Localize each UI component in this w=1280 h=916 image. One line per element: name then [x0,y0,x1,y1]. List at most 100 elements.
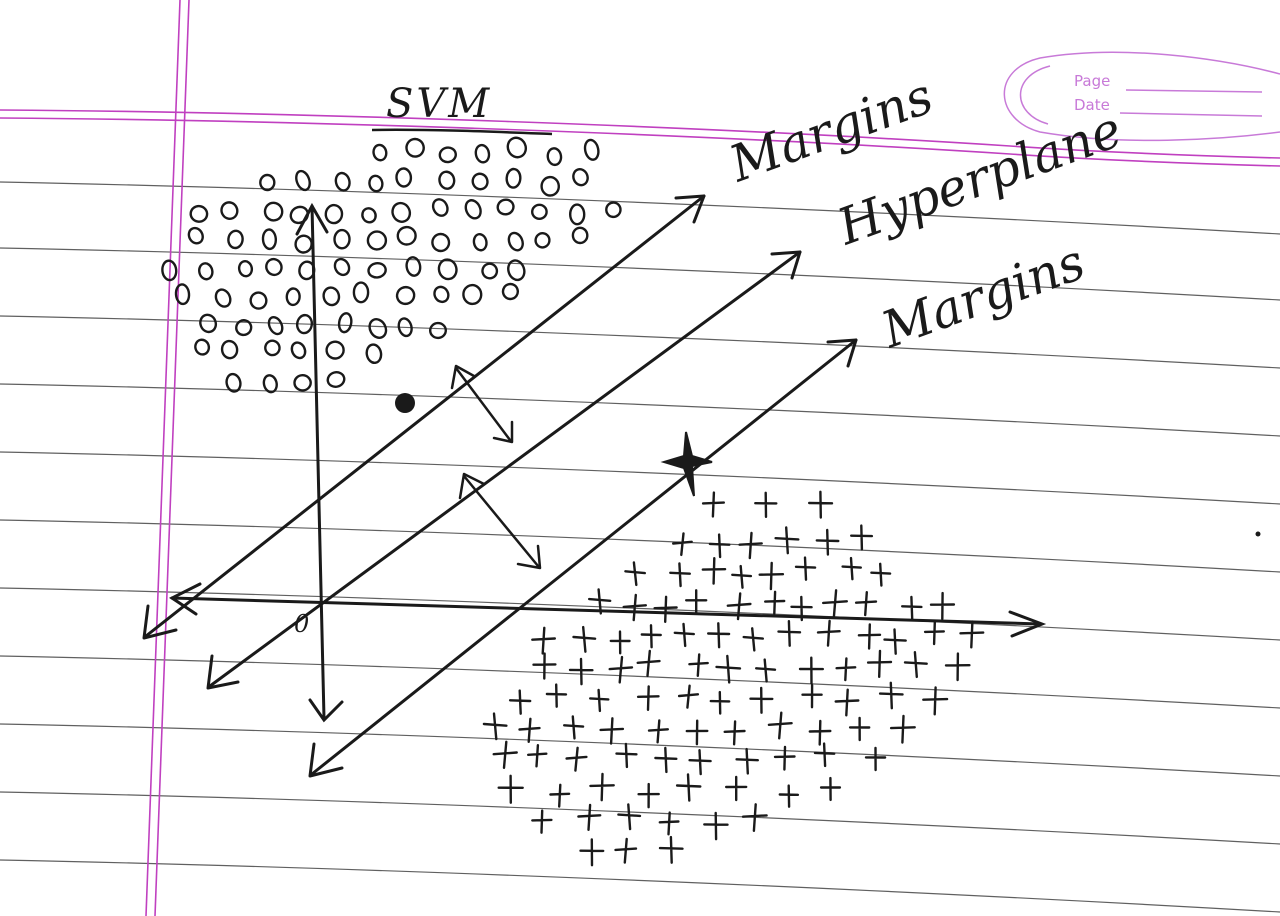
margin-line-bottom-arrowhead-start [308,742,344,778]
cross-point [709,690,731,715]
cross-point [658,811,680,836]
cross-point [723,720,746,746]
page-field-line [1125,89,1263,93]
circle-point [368,318,388,339]
cross-point [725,775,748,802]
cross-point [565,746,588,772]
cross-point [617,803,642,831]
circle-point [259,173,276,192]
cross-point [703,811,729,841]
circle-point [397,317,413,338]
circle-point [395,285,416,306]
margin-arrow-upper-head-2 [492,420,514,444]
x-axis-arrowhead-right [1008,610,1047,638]
circle-point [474,143,491,164]
cross-point [808,490,834,519]
margin-arrow-lower [462,474,540,568]
circle-point [505,167,522,189]
cross-point [563,715,585,740]
circle-point [431,232,451,253]
circle-point [235,319,253,337]
margin-line-top-arrowhead-end [674,194,706,224]
cross-point [685,589,708,615]
cross-point [572,625,597,653]
circle-point [333,257,351,277]
cross-point [677,684,700,709]
ruled-line [0,791,1280,845]
circle-point [198,262,214,281]
circle-point [462,283,483,306]
cross-point [773,745,796,771]
circle-point [396,225,417,246]
circle-point [431,198,449,217]
cross-point [889,714,916,744]
circle-point [294,234,313,254]
cross-point [801,683,823,709]
circle-point [189,204,209,223]
cross-point [794,556,817,581]
circle-point [249,291,268,310]
circle-point [326,371,346,388]
circle-point [324,203,344,225]
cross-point [813,742,836,768]
margin-line-bottom-arrowhead-end [826,338,858,368]
cross-point [531,809,553,834]
ruled-line [0,383,1280,437]
circle-point [395,167,413,188]
cross-point [675,773,702,802]
circle-point [295,169,311,192]
y-axis [310,204,326,720]
circle-point [501,282,520,301]
ruled-line [0,451,1280,505]
cross-point [878,681,904,710]
cross-point [923,621,945,646]
cross-point [857,623,882,650]
cross-point [701,557,727,585]
cross-point [715,654,742,684]
circle-point [583,138,600,161]
header-box-inner [1019,65,1051,125]
label-margin-bottom: Margins [873,233,1092,360]
cross-point [482,712,508,741]
cross-point [672,532,693,557]
circle-point [429,321,447,340]
circle-point [337,312,353,334]
cross-point [701,491,725,518]
circle-point [325,340,345,360]
circle-point [531,203,548,221]
cross-point [866,649,893,678]
cross-point [922,686,949,716]
cross-point [669,562,691,588]
support-vector-cross-class [660,431,713,497]
cross-point [841,556,862,581]
circle-point [187,226,204,245]
circle-point [366,230,388,251]
cross-point [808,719,832,746]
axes [169,202,1047,723]
circle-point [534,232,551,249]
ruled-line [0,519,1280,573]
circle-point [568,203,586,226]
circle-point [605,201,622,219]
cross-point [815,528,840,556]
cross-point [870,562,892,587]
circle-point [225,372,242,393]
cross-point [816,619,841,647]
cross-point [854,591,878,617]
cross-point [688,653,709,677]
cross-point [944,652,971,682]
ruled-line [0,181,1280,235]
cross-point [764,590,786,615]
circle-point [572,168,589,187]
cross-point [589,688,610,713]
cross-point [599,717,625,745]
circle-point [438,170,456,190]
cross-point [731,564,753,589]
cross-point [658,835,684,864]
page-date-header: Page Date [1003,51,1280,142]
cross-point [738,531,763,560]
ruled-line [0,587,1280,641]
cross-point [588,588,612,615]
cross-point [749,686,774,714]
circle-point [237,260,254,278]
